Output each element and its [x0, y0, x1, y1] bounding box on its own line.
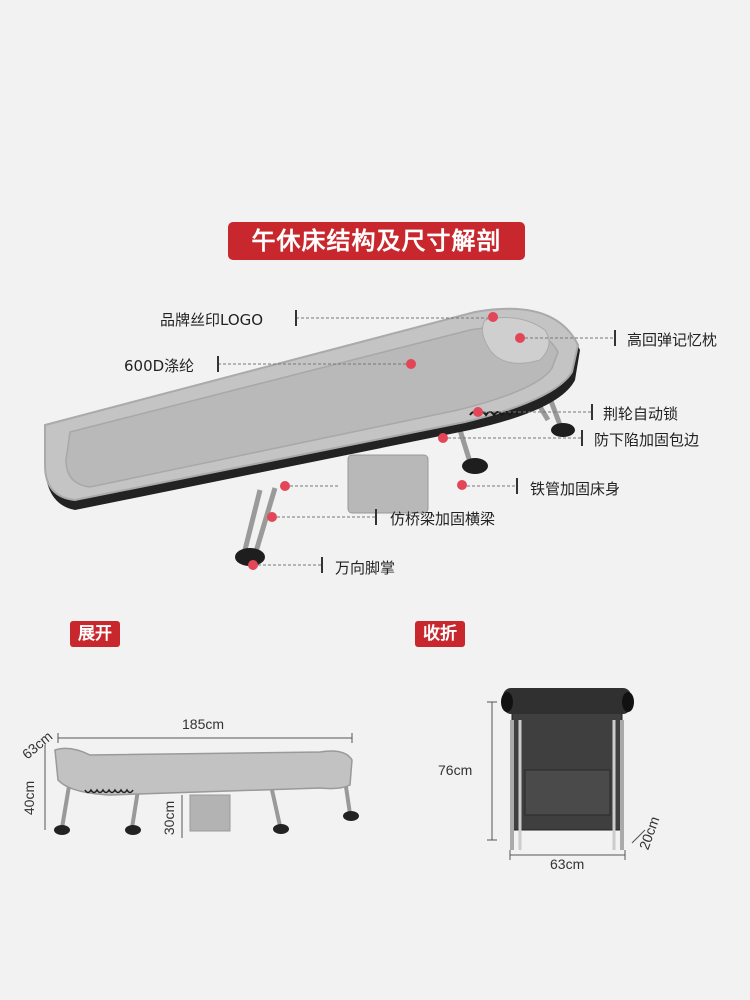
page-title: 午休床结构及尺寸解剖	[228, 222, 525, 260]
section-folded: 收折	[415, 621, 465, 647]
feature-label-fabric: 600D涤纶	[124, 357, 195, 375]
foot-icon	[235, 548, 265, 566]
feature-label-logo: 品牌丝印LOGO	[160, 311, 264, 329]
dimension-clearance: 30cm	[161, 800, 178, 836]
dimension-folded-height: 76cm	[438, 762, 473, 778]
dimension-folded-width: 63cm	[550, 856, 585, 872]
feature-label-lock: 荆轮自动锁	[603, 405, 679, 423]
feature-label-edge: 防下陷加固包边	[594, 431, 700, 449]
feature-label-pillow: 高回弹记忆枕	[627, 331, 718, 349]
hotspot-dots	[248, 312, 525, 570]
storage-bag	[347, 454, 429, 514]
foot-icon	[462, 458, 488, 474]
folded-dimension-lines	[487, 701, 646, 860]
leader-lines	[218, 317, 615, 566]
unfolded-cot	[54, 747, 359, 835]
foot-icon	[551, 423, 575, 437]
unfolded-dimension-lines	[44, 733, 353, 838]
folded-cot	[501, 688, 634, 850]
dimension-length: 185cm	[182, 716, 225, 732]
leader-ticks	[217, 310, 616, 573]
feature-label-tube: 铁管加固床身	[530, 480, 621, 498]
feature-label-foot: 万向脚掌	[335, 559, 396, 577]
feature-label-beam: 仿桥梁加固横梁	[390, 510, 496, 528]
section-unfolded: 展开	[70, 621, 120, 647]
dimension-height: 40cm	[21, 780, 38, 816]
